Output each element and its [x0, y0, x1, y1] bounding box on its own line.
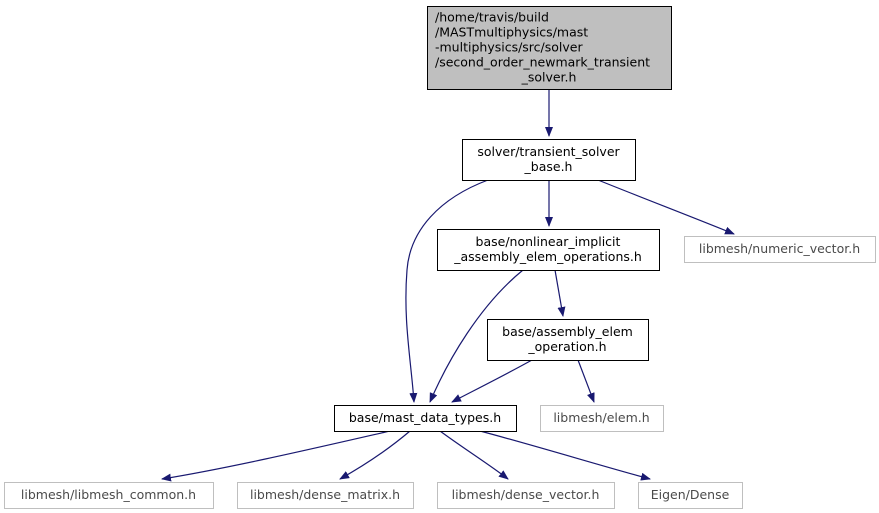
node-root: /home/travis/build/MASTmultiphysics/mast… — [427, 6, 672, 90]
node-label-line: /second_order_newmark_transient — [435, 55, 650, 70]
node-label-line: base/assembly_elem — [502, 324, 633, 339]
node-label-line: /MASTmultiphysics/mast — [435, 25, 588, 40]
node-label-line: base/nonlinear_implicit — [476, 234, 621, 249]
node-label-line: /home/travis/build — [435, 10, 549, 25]
node-box — [638, 482, 743, 509]
edge-assembly_elem_operation-to-elem — [577, 359, 595, 403]
node-label-line: -multiphysics/src/solver — [435, 40, 583, 55]
node-assembly_elem_operation[interactable]: base/assembly_elem_operation.h — [487, 319, 649, 361]
node-dense_matrix[interactable]: libmesh/dense_matrix.h — [237, 482, 414, 509]
node-box — [437, 482, 615, 509]
node-box — [4, 482, 214, 509]
node-mast_data_types[interactable]: base/mast_data_types.h — [334, 405, 517, 432]
node-box — [462, 139, 636, 181]
node-label-line: Eigen/Dense — [651, 487, 730, 502]
node-label-line: _operation.h — [527, 339, 606, 354]
edge-transient_solver_base-to-mast_data_types — [405, 179, 489, 403]
node-box — [684, 236, 876, 263]
node-box — [487, 319, 649, 361]
node-eigen_dense[interactable]: Eigen/Dense — [638, 482, 743, 509]
node-libmesh_common[interactable]: libmesh/libmesh_common.h — [4, 482, 214, 509]
node-label-line: libmesh/dense_matrix.h — [250, 487, 400, 502]
node-elem[interactable]: libmesh/elem.h — [540, 405, 664, 432]
node-label-line: _base.h — [524, 159, 573, 174]
edge-nonlinear_implicit-to-assembly_elem_operation — [554, 269, 566, 317]
node-label-line: solver/transient_solver — [477, 144, 620, 159]
node-label-line: _solver.h — [521, 70, 577, 85]
edges — [161, 89, 735, 482]
node-box — [540, 405, 664, 432]
edge-mast_data_types-to-eigen_dense — [479, 430, 651, 481]
node-transient_solver_base[interactable]: solver/transient_solver_base.h — [462, 139, 636, 181]
node-nonlinear_implicit[interactable]: base/nonlinear_implicit_assembly_elem_op… — [437, 229, 660, 271]
node-box — [334, 405, 517, 432]
node-dense_vector[interactable]: libmesh/dense_vector.h — [437, 482, 615, 509]
node-box — [237, 482, 414, 509]
node-box — [427, 6, 672, 90]
edge-assembly_elem_operation-to-mast_data_types — [451, 359, 533, 403]
node-label-line: libmesh/dense_vector.h — [452, 487, 600, 502]
nodes: /home/travis/build/MASTmultiphysics/mast… — [4, 6, 876, 509]
node-label-line: _assembly_elem_operations.h — [453, 249, 642, 264]
edge-mast_data_types-to-libmesh_common — [161, 430, 391, 482]
edge-mast_data_types-to-dense_matrix — [339, 430, 411, 480]
node-label-line: base/mast_data_types.h — [349, 410, 501, 425]
node-label-line: libmesh/numeric_vector.h — [699, 241, 860, 256]
edge-nonlinear_implicit-to-mast_data_types — [429, 269, 524, 403]
node-numeric_vector[interactable]: libmesh/numeric_vector.h — [684, 236, 876, 263]
node-label-line: libmesh/elem.h — [553, 410, 649, 425]
edge-mast_data_types-to-dense_vector — [439, 430, 509, 480]
edge-transient_solver_base-to-numeric_vector — [597, 179, 735, 235]
node-box — [437, 229, 660, 271]
node-label-line: libmesh/libmesh_common.h — [21, 487, 196, 502]
